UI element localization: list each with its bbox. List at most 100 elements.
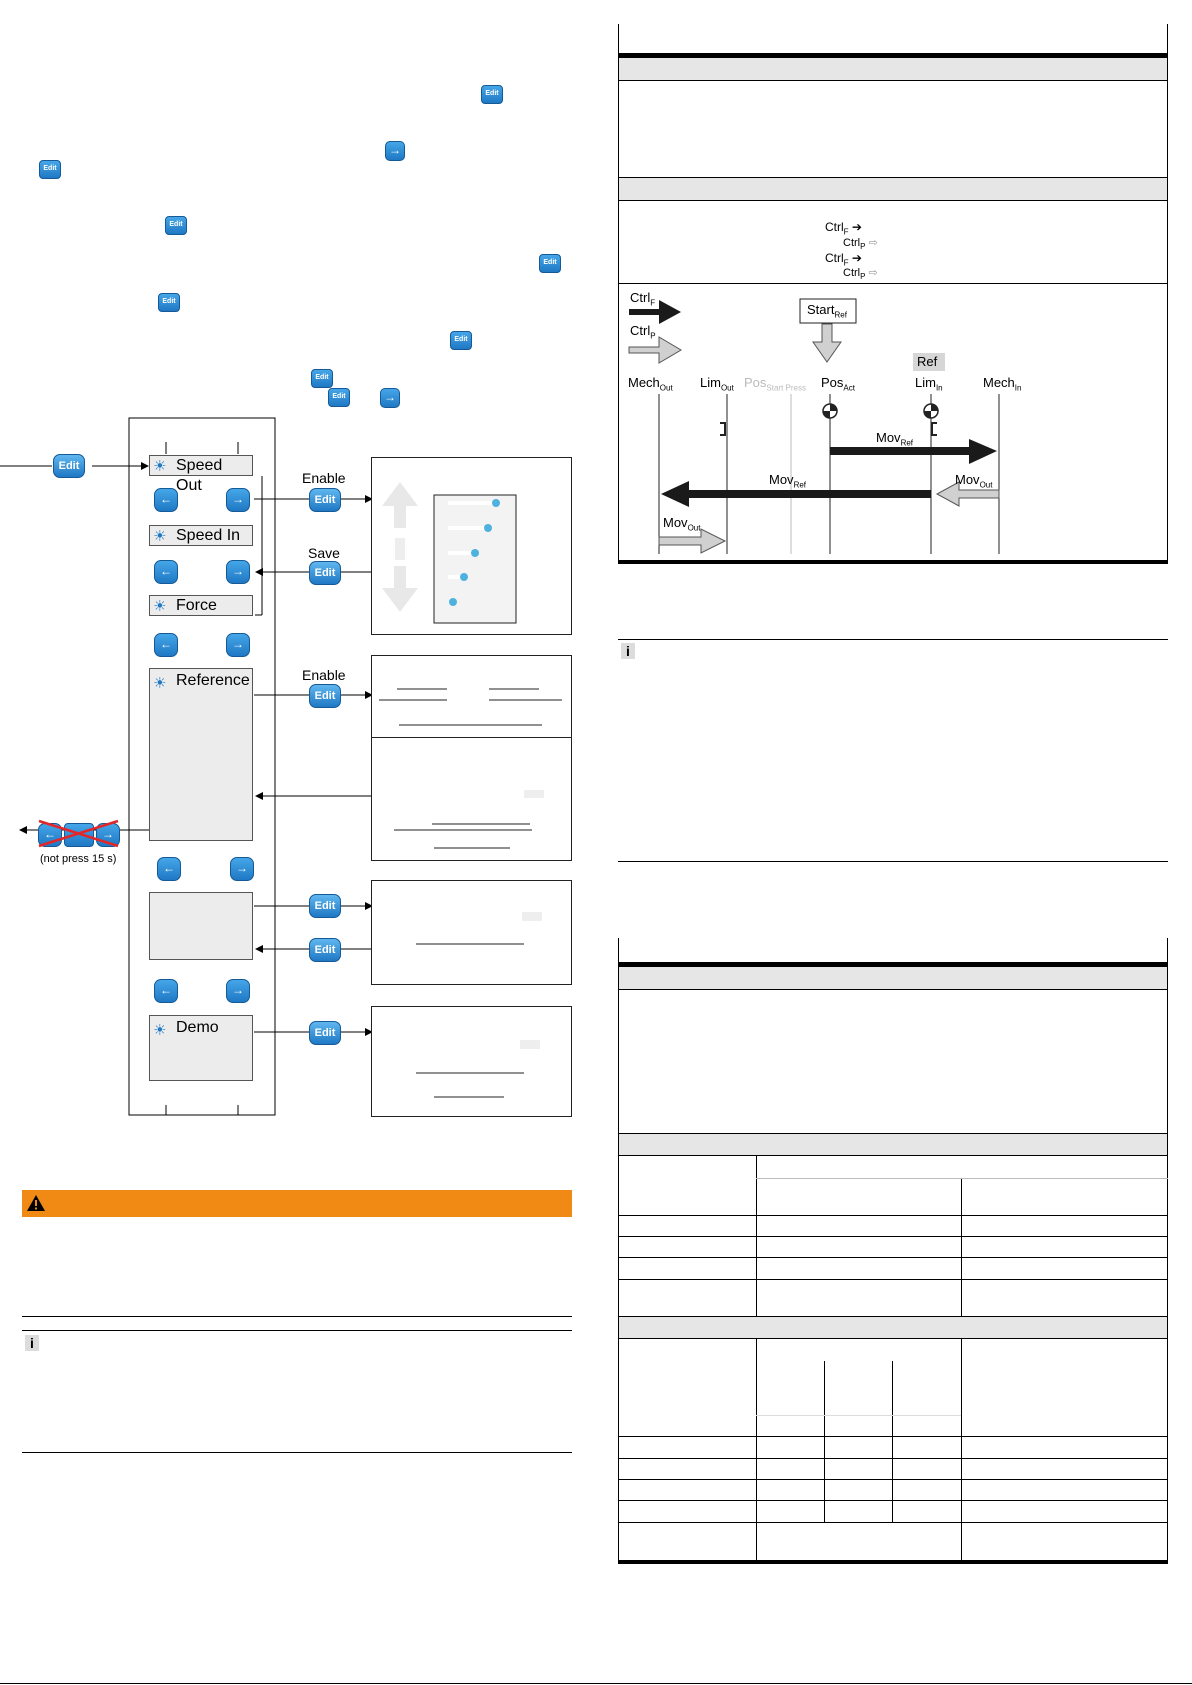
device-screen-reference-enable bbox=[371, 655, 572, 740]
sun-icon: ☀ bbox=[153, 598, 167, 615]
table-row-rule bbox=[618, 1316, 1168, 1317]
reference-screen-graphic bbox=[379, 688, 562, 726]
table-row-rule bbox=[618, 1458, 1168, 1459]
edit-button[interactable]: Edit bbox=[309, 488, 341, 512]
warning-banner bbox=[22, 1190, 572, 1217]
pos-act-label: PosAct bbox=[821, 375, 855, 393]
menu-item-force[interactable]: ☀ Force bbox=[149, 595, 253, 616]
menu-item-label: Speed In bbox=[176, 527, 241, 544]
table-band bbox=[619, 1134, 1167, 1155]
edit-icon: Edit bbox=[450, 331, 472, 350]
edit-button[interactable]: Edit bbox=[309, 938, 341, 962]
edit-icon: Edit bbox=[539, 254, 561, 273]
edit-button[interactable]: Edit bbox=[309, 561, 341, 585]
edit-button[interactable]: Edit bbox=[309, 894, 341, 918]
device-screen-speed bbox=[371, 457, 572, 635]
ctrl-p-legend: CtrlP ⇨ bbox=[843, 237, 878, 252]
reference-diagram-graphic bbox=[628, 298, 1000, 554]
menu-item-demo[interactable]: ☀ Demo bbox=[149, 1015, 253, 1081]
arrow-right-icon[interactable]: → bbox=[226, 560, 250, 584]
enable-label: Enable bbox=[302, 470, 346, 486]
edit-icon: Edit bbox=[328, 388, 350, 407]
lim-in-label: LimIn bbox=[915, 375, 943, 393]
mov-ref-label: MovRef bbox=[876, 430, 914, 448]
table-row-rule bbox=[618, 1522, 1168, 1523]
arrow-right-icon[interactable]: → bbox=[226, 488, 250, 512]
note-bottom-rule bbox=[22, 1452, 572, 1453]
arrow-right-icon: → bbox=[385, 141, 405, 161]
note-rule bbox=[22, 1330, 572, 1331]
ctrl-p-label: CtrlP bbox=[630, 323, 656, 341]
table-band bbox=[619, 178, 1167, 200]
menu-item-blank[interactable] bbox=[149, 892, 253, 960]
ctrl-f-legend: CtrlF ➔ bbox=[825, 220, 862, 237]
table-row-rule bbox=[618, 283, 1168, 284]
warning-triangle-icon bbox=[27, 1195, 45, 1211]
info-icon: i bbox=[621, 643, 635, 659]
sun-icon: ☀ bbox=[153, 675, 167, 692]
edit-button[interactable]: Edit bbox=[309, 684, 341, 708]
table-col-rule bbox=[961, 1178, 962, 1316]
note-top-rule bbox=[22, 1316, 572, 1317]
sun-icon: ☀ bbox=[153, 1022, 167, 1039]
pos-start-press-label: PosStart Press bbox=[744, 375, 806, 393]
table-band bbox=[619, 967, 1167, 989]
mov-out-label: MovOut bbox=[663, 515, 701, 533]
table-col-rule bbox=[756, 1338, 757, 1560]
arrow-left-icon[interactable]: ← bbox=[154, 560, 178, 584]
edit-icon: Edit bbox=[311, 369, 333, 388]
table-band bbox=[619, 1317, 1167, 1338]
table-row-rule bbox=[618, 1479, 1168, 1480]
mov-ref-label: MovRef bbox=[769, 472, 807, 490]
mov-out-label: MovOut bbox=[955, 472, 993, 490]
page-bottom-rule bbox=[0, 1683, 1192, 1684]
table-row-rule bbox=[618, 1338, 1168, 1339]
table-row-rule bbox=[618, 989, 1168, 990]
table-right-border bbox=[1167, 24, 1168, 564]
save-label: Save bbox=[308, 545, 340, 561]
table-row-rule bbox=[618, 200, 1168, 201]
table-col-rule bbox=[961, 1338, 962, 1560]
table-left-border bbox=[618, 24, 619, 564]
note-bottom-rule bbox=[618, 861, 1168, 862]
start-ref-label: StartRef bbox=[807, 302, 847, 320]
menu-item-reference[interactable]: ☀ Reference bbox=[149, 668, 253, 841]
device-screen-blank bbox=[371, 880, 572, 985]
edit-button[interactable]: Edit bbox=[53, 454, 85, 478]
arrow-left-icon[interactable]: ← bbox=[154, 633, 178, 657]
arrow-left-icon[interactable]: ← bbox=[154, 488, 178, 512]
ref-badge: Ref bbox=[917, 354, 938, 369]
table-row-rule bbox=[618, 1257, 1168, 1258]
enable-label: Enable bbox=[302, 667, 346, 683]
table-col-rule bbox=[756, 1155, 757, 1316]
menu-item-label: Force bbox=[176, 597, 217, 614]
edit-blank-icon bbox=[64, 823, 94, 847]
sun-icon: ☀ bbox=[153, 528, 167, 545]
arrow-right-icon[interactable]: → bbox=[226, 633, 250, 657]
edit-icon: Edit bbox=[39, 160, 61, 179]
edit-button[interactable]: Edit bbox=[309, 1021, 341, 1045]
mech-out-label: MechOut bbox=[628, 375, 673, 393]
edit-icon: Edit bbox=[165, 216, 187, 235]
table-left-border bbox=[618, 938, 619, 1564]
not-press-note: (not press 15 s) bbox=[40, 853, 117, 865]
speed-screen-graphic bbox=[382, 482, 517, 624]
ctrl-p-legend: CtrlP ⇨ bbox=[843, 267, 878, 282]
menu-item-speed-out[interactable]: ☀ Speed Out bbox=[149, 455, 253, 494]
arrow-left-icon[interactable]: ← bbox=[157, 857, 181, 881]
blank-screen-graphic bbox=[416, 912, 542, 945]
menu-item-speed-in[interactable]: ☀ Speed In bbox=[149, 525, 253, 546]
arrow-right-icon[interactable]: → bbox=[230, 857, 254, 881]
menu-item-label: Speed Out bbox=[176, 457, 223, 494]
lim-out-label: LimOut bbox=[700, 375, 734, 393]
ctrl-f-legend: CtrlF ➔ bbox=[825, 251, 862, 268]
table-row-rule bbox=[618, 1436, 1168, 1437]
table-row-rule bbox=[618, 1279, 1168, 1280]
arrow-left-icon[interactable]: ← bbox=[154, 979, 178, 1003]
demo-screen-graphic bbox=[416, 1040, 540, 1098]
arrow-right-icon[interactable]: → bbox=[226, 979, 250, 1003]
device-screen-reference-run bbox=[371, 737, 572, 861]
table-header-rule bbox=[618, 962, 1168, 967]
table-col-rule bbox=[824, 1361, 825, 1523]
table-bottom-rule bbox=[618, 560, 1168, 564]
